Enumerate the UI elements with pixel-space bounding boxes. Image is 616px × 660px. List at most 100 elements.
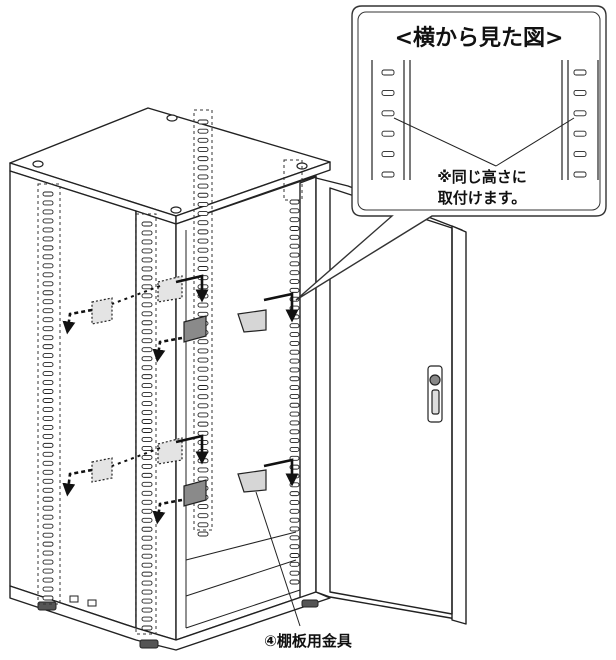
left-rail-dashed-2 [135,213,157,635]
cabinet-body [9,107,331,651]
slot [289,323,300,329]
arrow-icon [152,498,183,525]
slot [42,550,54,556]
slot [141,275,153,281]
door-edge [451,225,467,625]
cabinet-feet [37,599,319,649]
slot [141,356,153,362]
slot [42,335,54,341]
slot [573,130,587,137]
slot [42,496,54,502]
slot [141,383,153,389]
slot [42,389,54,394]
slot [42,424,54,430]
slot [197,531,209,537]
callout-bubble [295,5,607,301]
slot [42,191,54,197]
slot [141,472,153,478]
slot [197,211,209,217]
callout-slots-right [573,69,587,178]
slot [141,239,153,245]
slot [141,329,153,335]
slot [42,362,54,368]
slot [42,442,54,448]
slot [42,460,54,466]
slot [42,299,54,305]
slot [197,385,209,390]
slot [141,437,153,442]
slot [197,339,209,345]
callout-title: <横から見た図> [395,26,564,51]
slot [141,392,153,398]
slot [197,522,209,528]
arrow-icon [62,468,93,497]
callout-pointer-lines [393,117,575,167]
slot [289,332,300,338]
slot [141,562,153,568]
slot [289,270,300,276]
slot [42,353,54,359]
screw-icon [166,114,178,122]
slot [197,403,209,409]
slot [141,302,153,308]
side-vents [69,595,97,607]
slot [289,535,300,541]
arrow-icon [152,336,183,363]
slot [289,376,300,382]
slot [42,451,54,457]
slot [141,499,153,505]
slot [42,541,54,547]
slot [197,513,209,519]
slot [381,130,395,137]
slot-rail-left-front [141,221,153,631]
slot [42,290,54,296]
slot [141,284,153,290]
slot [289,411,300,417]
slot [42,433,54,439]
slot [381,110,395,117]
slot [289,199,300,205]
callout-rail-left [371,60,411,180]
slot [141,463,153,469]
slot [197,458,209,464]
arrow-icon [263,292,299,323]
slot [42,577,54,583]
slot [42,487,54,493]
slot [141,625,153,631]
slot [141,535,153,541]
slot [42,308,54,314]
slot [289,553,300,558]
slot-rail-left [42,191,54,601]
slot [289,349,300,355]
callout-note-line2: 取付けます。 [438,189,527,207]
slot [197,229,209,235]
slot [289,279,300,284]
slot [141,365,153,371]
shelf-brackets [91,275,267,507]
interior-floor [185,230,301,629]
slot [42,415,54,421]
arrow-icon [175,434,209,465]
side-view-callout: <横から見た図> ※同じ高さに 取付けます。 [295,5,607,301]
left-rail-dashed [37,183,61,605]
slot [573,171,587,178]
slot [42,344,54,350]
slot [141,481,153,487]
slot [141,526,153,532]
slot [42,478,54,484]
slot [197,266,209,271]
slot [197,156,209,162]
slot [42,263,54,269]
slot [197,119,209,125]
slot [289,491,300,497]
callout-rail-right [561,60,599,180]
slot [197,375,209,381]
slot [42,326,54,332]
cabinet-top-front-edge [175,161,331,225]
slot [381,151,395,158]
slot [141,311,153,317]
slot [289,402,300,408]
slot [141,616,153,622]
slot [141,266,153,272]
